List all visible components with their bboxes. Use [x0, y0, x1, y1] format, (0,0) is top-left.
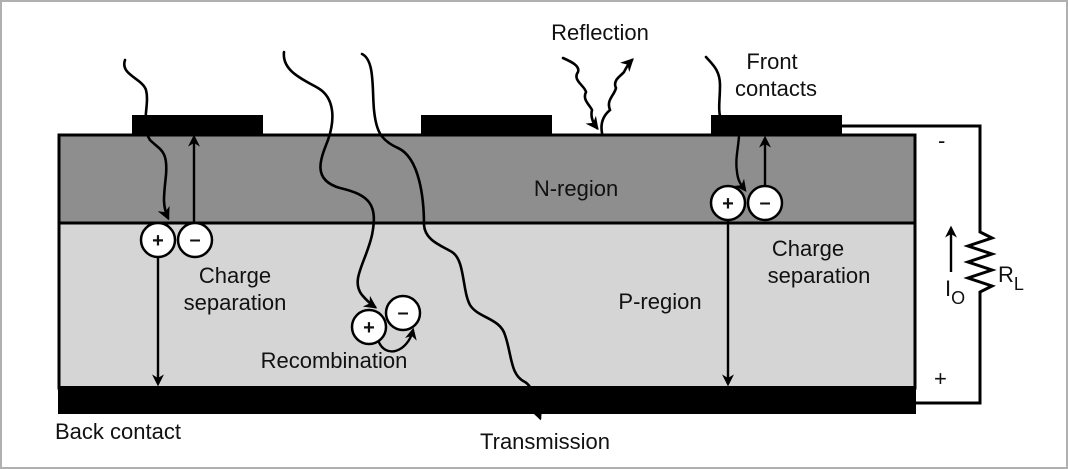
charge-separation-left-line1: Charge	[199, 263, 271, 288]
transmission-label: Transmission	[480, 429, 610, 454]
p-region-label: P-region	[618, 289, 701, 314]
light-ray-reflection-out	[600, 58, 634, 135]
svg-text:+: +	[152, 230, 164, 252]
charge-separation-right-line1: Charge	[772, 236, 844, 261]
recombination-label: Recombination	[261, 348, 408, 373]
front-contacts-label-line2: contacts	[735, 76, 817, 101]
svg-text:+: +	[722, 193, 734, 215]
plus-terminal: +	[934, 366, 947, 391]
light-ray-right	[704, 55, 722, 118]
back-contact-label: Back contact	[55, 419, 181, 444]
electron-left: –	[176, 221, 214, 259]
electron-right: –	[746, 184, 784, 222]
n-region-label: N-region	[534, 176, 618, 201]
light-ray-left	[123, 58, 170, 221]
svg-text:–: –	[189, 229, 200, 251]
front-contact-3	[711, 115, 842, 135]
hole-right: +	[709, 184, 747, 222]
svg-text:+: +	[363, 317, 375, 339]
charge-separation-left-line2: separation	[184, 290, 287, 315]
front-contacts-label-line1: Front	[746, 49, 797, 74]
recombination-arrow	[376, 327, 417, 353]
reflection-label: Reflection	[551, 20, 649, 45]
light-ray-transmission	[360, 52, 543, 421]
light-ray-reflection-in	[561, 56, 599, 131]
front-contact-1	[132, 115, 263, 135]
charge-separation-right-line2: separation	[768, 263, 871, 288]
hole-left: +	[139, 221, 177, 259]
n-region	[57, 133, 917, 225]
hole-recombination: +	[350, 308, 388, 346]
svg-text:–: –	[397, 302, 408, 324]
circuit-wire	[842, 124, 997, 405]
minus-terminal: -	[938, 128, 945, 153]
current-label: IO	[945, 276, 965, 308]
resistor-label: RL	[998, 262, 1024, 294]
hole-path-right	[734, 135, 747, 192]
electron-recombination: –	[384, 294, 422, 332]
light-ray-recombination	[282, 50, 378, 309]
back-contact	[58, 386, 916, 414]
front-contact-2	[421, 115, 552, 135]
svg-text:–: –	[759, 192, 770, 214]
